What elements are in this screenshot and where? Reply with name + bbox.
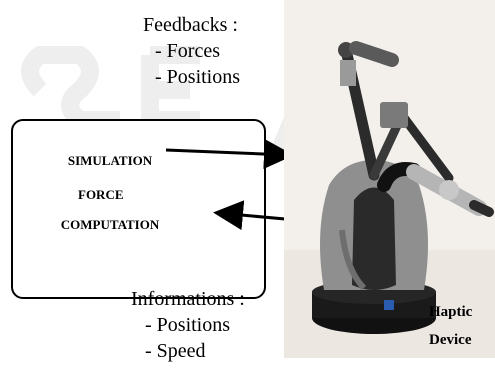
haptic-label: Haptic xyxy=(429,304,473,320)
computation-label: COMPUTATION xyxy=(60,217,160,232)
force-label: FORCE xyxy=(78,187,124,202)
feedback-item: - Positions xyxy=(155,66,241,88)
feedback-arrow xyxy=(165,139,294,170)
feedbacks-title: Feedbacks : xyxy=(143,14,238,36)
feedbacks-group: Feedbacks : - Forces - Positions xyxy=(143,12,240,90)
haptic-device-label: Haptic Device xyxy=(429,298,472,354)
information-item: - Speed xyxy=(145,340,206,362)
device-label: Device xyxy=(429,332,472,348)
informations-group: Informations : - Positions - Speed xyxy=(131,286,245,364)
simulation-label: SIMULATION xyxy=(67,153,153,168)
information-item: - Positions xyxy=(145,314,231,336)
informations-title: Informations : xyxy=(131,288,245,310)
information-arrow xyxy=(213,200,297,231)
haptic-device-photo xyxy=(284,0,495,358)
feedback-item: - Forces xyxy=(155,40,220,62)
